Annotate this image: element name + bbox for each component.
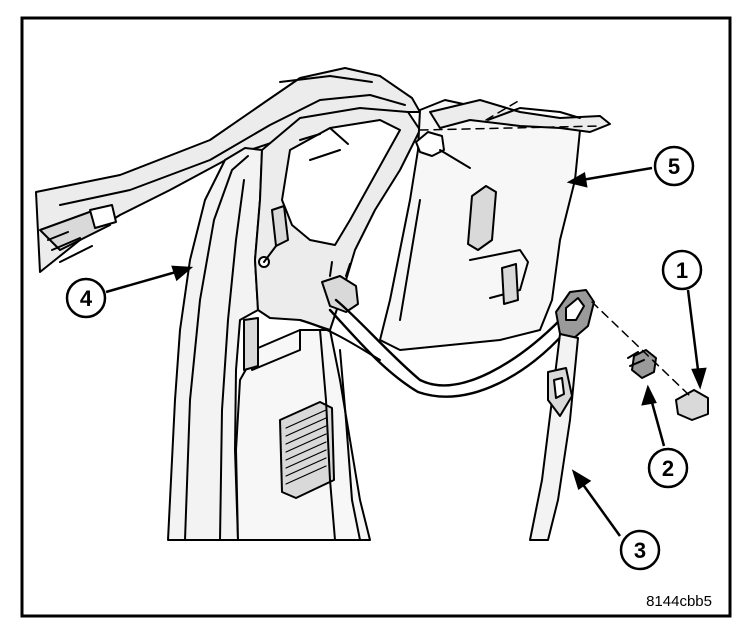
callout-5: 5 <box>653 145 695 187</box>
callout-4: 4 <box>65 277 107 319</box>
figure-code: 8144cbb5 <box>646 593 712 610</box>
quarter-window-opening <box>281 119 401 246</box>
seat-belt-webbing <box>334 298 562 387</box>
callout-2: 2 <box>647 447 689 489</box>
callout-1: 1 <box>661 249 703 291</box>
alignment-lines <box>419 99 691 397</box>
callout-4-label: 4 <box>80 286 93 311</box>
callout-3-label: 3 <box>634 538 646 563</box>
bolt-cover-cap <box>675 389 709 421</box>
callout-1-label: 1 <box>676 258 688 283</box>
callouts <box>105 166 707 537</box>
vehicle-interior-drawing <box>35 67 709 541</box>
callout-5-label: 5 <box>668 154 680 179</box>
callout-3: 3 <box>619 529 661 571</box>
callout-2-label: 2 <box>662 456 674 481</box>
anchor-bolt <box>627 349 657 379</box>
